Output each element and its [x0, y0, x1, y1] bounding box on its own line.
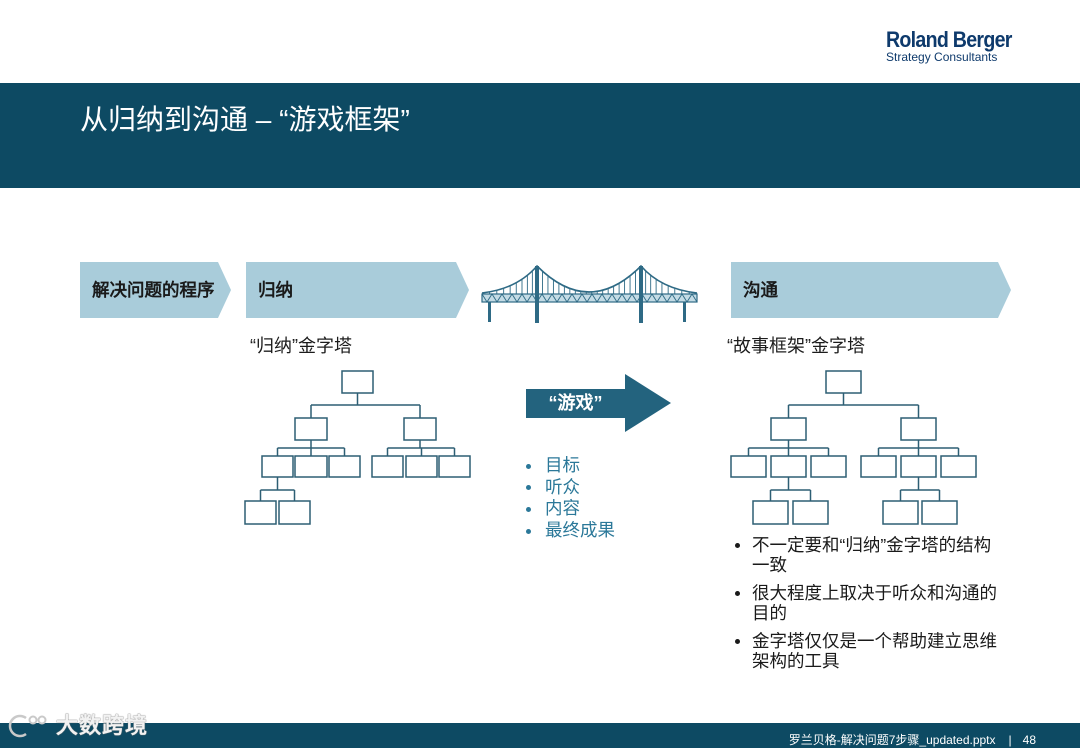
process-step-label: 解决问题的程序 [92, 280, 215, 300]
list-item-text: 内容 [545, 498, 580, 519]
bullet-icon [526, 463, 531, 469]
pyramid-connectors [259, 393, 456, 501]
list-item-text: 目标 [545, 455, 580, 475]
list-item-text: 听众 [545, 476, 580, 497]
pyramid-box [900, 417, 937, 441]
bridge-pier [683, 301, 686, 322]
pyramid-box [921, 500, 958, 525]
pyramid-box [770, 455, 807, 478]
bridge-pier [488, 301, 491, 322]
bridge-tower [535, 266, 539, 323]
process-step-communication: 沟通 [731, 262, 1011, 318]
footer-filename: 罗兰贝格-解决问题7步骤_updated.pptx [788, 733, 996, 747]
pyramid-box [294, 417, 328, 441]
story-bullets: 不一定要和“归纳”金字塔的结构一致 很大程度上取决于听众和沟通的目的 金字塔仅仅… [731, 535, 1007, 679]
footer-separator: | [1008, 733, 1012, 747]
process-step-label: 沟通 [743, 280, 778, 300]
pyramid-box [730, 455, 767, 478]
bullet-text: 不一定要和“归纳”金字塔的结构一致 [752, 535, 992, 575]
bullet-icon [735, 638, 740, 644]
story-pyramid-diagram [730, 370, 977, 525]
header-band [0, 83, 1080, 188]
bullet-icon [735, 590, 740, 596]
pyramid-box [438, 455, 471, 478]
game-arrow-shape [526, 374, 671, 432]
bullet-icon [526, 528, 531, 534]
pyramid-box [403, 417, 437, 441]
pyramid-box [405, 455, 438, 478]
list-item-text: 最终成果 [545, 520, 615, 541]
bullet-icon [735, 542, 740, 548]
bridge-tower [639, 266, 643, 323]
pyramid-box [860, 455, 897, 478]
pyramid-box [882, 500, 919, 525]
bridge-main-cable [481, 264, 698, 294]
list-item: 目标 [524, 455, 615, 477]
watermark-logo-icon [8, 714, 47, 738]
pyramid-box [770, 417, 807, 441]
pyramid-box [294, 455, 328, 478]
process-step-label: 归纳 [258, 280, 293, 300]
process-step-procedure: 解决问题的程序 [80, 262, 231, 318]
game-items-list: 目标 听众 内容 最终成果 [524, 455, 615, 542]
list-item: 听众 [524, 477, 615, 499]
slide-title: 从归纳到沟通 – “游戏框架” [80, 104, 410, 135]
bridge-truss [481, 293, 698, 303]
pyramid-box-top [825, 370, 862, 394]
bridge-hangers [489, 270, 690, 294]
bullet-item: 不一定要和“归纳”金字塔的结构一致 [731, 535, 1007, 575]
list-item: 最终成果 [524, 520, 615, 542]
watermark-text: 大数跨境 [56, 713, 149, 738]
pyramid-box [810, 455, 847, 478]
footer: 罗兰贝格-解决问题7步骤_updated.pptx | 48 [789, 733, 1036, 747]
watermark: 大数跨境 [6, 712, 148, 740]
pyramid-box [261, 455, 294, 478]
bullet-item: 很大程度上取决于听众和沟通的目的 [731, 583, 1007, 623]
process-step-induction: 归纳 [246, 262, 469, 318]
bullet-icon [526, 506, 531, 512]
page-number: 48 [1022, 733, 1036, 747]
bridge-icon [481, 264, 698, 323]
induction-pyramid-diagram [244, 370, 471, 525]
pyramid-box [244, 500, 277, 525]
list-item: 内容 [524, 498, 615, 520]
arrow-right-icon [526, 374, 671, 432]
pyramid-box [328, 455, 361, 478]
bullet-icon [526, 485, 531, 491]
logo-name: Roland Berger [886, 27, 1012, 52]
pyramid-box [752, 500, 789, 525]
bullet-text: 金字塔仅仅是一个帮助建立思维架构的工具 [752, 631, 997, 671]
game-arrow-label: “游戏” [548, 393, 603, 413]
pyramid-box [940, 455, 977, 478]
pyramid-box [792, 500, 829, 525]
story-pyramid-caption: “故事框架”金字塔 [727, 336, 865, 356]
logo-tagline: Strategy Consultants [886, 50, 998, 64]
bullet-text: 很大程度上取决于听众和沟通的目的 [752, 583, 997, 623]
pyramid-box-top [341, 370, 374, 394]
footer-band [0, 723, 1080, 748]
pyramid-connectors [747, 393, 960, 501]
pyramid-box [278, 500, 311, 525]
pyramid-box [371, 455, 404, 478]
induction-pyramid-caption: “归纳”金字塔 [250, 336, 352, 356]
bullet-item: 金字塔仅仅是一个帮助建立思维架构的工具 [731, 631, 1007, 671]
pyramid-box [900, 455, 937, 478]
